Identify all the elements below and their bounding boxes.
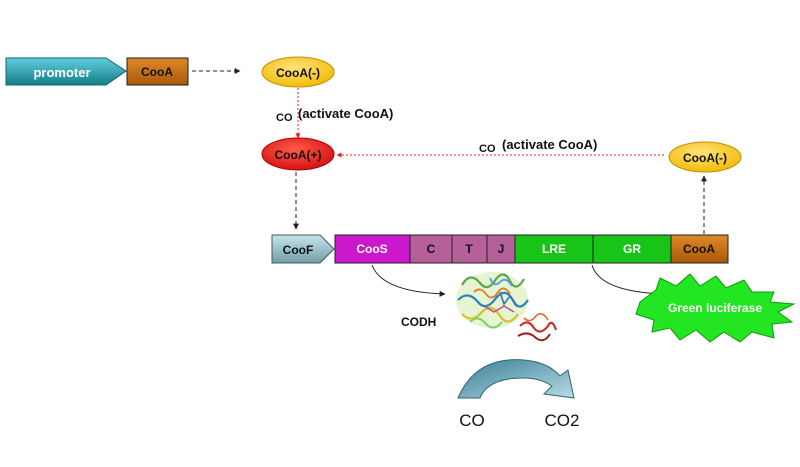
cooa-active-label: CooA(+): [275, 148, 322, 162]
co-label-top: CO: [276, 112, 293, 124]
activate-label-right: (activate CooA): [502, 137, 597, 152]
promoter-label: promoter: [33, 65, 90, 80]
codh-protein-structure-icon: [456, 272, 558, 342]
cooF-promoter: CooF: [271, 234, 335, 264]
cooa-operon-label: CooA: [683, 242, 715, 256]
cooa-inactive-right-label: CooA(-): [683, 151, 727, 165]
gr-gene: GR: [592, 234, 672, 264]
co-label-right: CO: [479, 143, 496, 155]
promoter-arrow: promoter: [5, 57, 127, 86]
reaction-curved-arrow-icon: [457, 359, 575, 399]
cooa-inactive-right: CooA(-): [668, 141, 742, 173]
cooF-label: CooF: [283, 243, 314, 257]
cooa-gene-label: CooA: [141, 65, 173, 79]
t-gene: T: [451, 234, 488, 264]
coos-gene: CooS: [334, 234, 411, 264]
activate-label-top: (activate CooA): [298, 106, 393, 121]
coos-to-codh-arrow: [371, 264, 446, 297]
gr-label: GR: [623, 242, 641, 256]
lre-label: LRE: [542, 242, 566, 256]
cooa-inactive-top: CooA(-): [261, 56, 335, 88]
cooa-gene-operon: CooA: [670, 234, 729, 264]
gr-to-luciferase-arrow: [591, 264, 666, 297]
cooa-inactive-top-label: CooA(-): [276, 66, 320, 80]
cooa-gene-box: CooA: [126, 57, 189, 86]
reaction-product: CO2: [545, 411, 580, 430]
cooa-active: CooA(+): [261, 137, 335, 171]
luciferase-label: Green luciferase: [668, 301, 762, 315]
green-luciferase-burst: Green luciferase: [635, 273, 796, 343]
reaction-substrate: CO: [459, 411, 485, 430]
c-label: C: [427, 242, 436, 256]
codh-label: CODH: [401, 315, 436, 329]
c-gene: C: [409, 234, 453, 264]
lre-gene: LRE: [514, 234, 594, 264]
j-gene: J: [486, 234, 516, 264]
coos-label: CooS: [356, 242, 387, 256]
j-label: J: [498, 242, 505, 256]
t-label: T: [465, 242, 473, 256]
